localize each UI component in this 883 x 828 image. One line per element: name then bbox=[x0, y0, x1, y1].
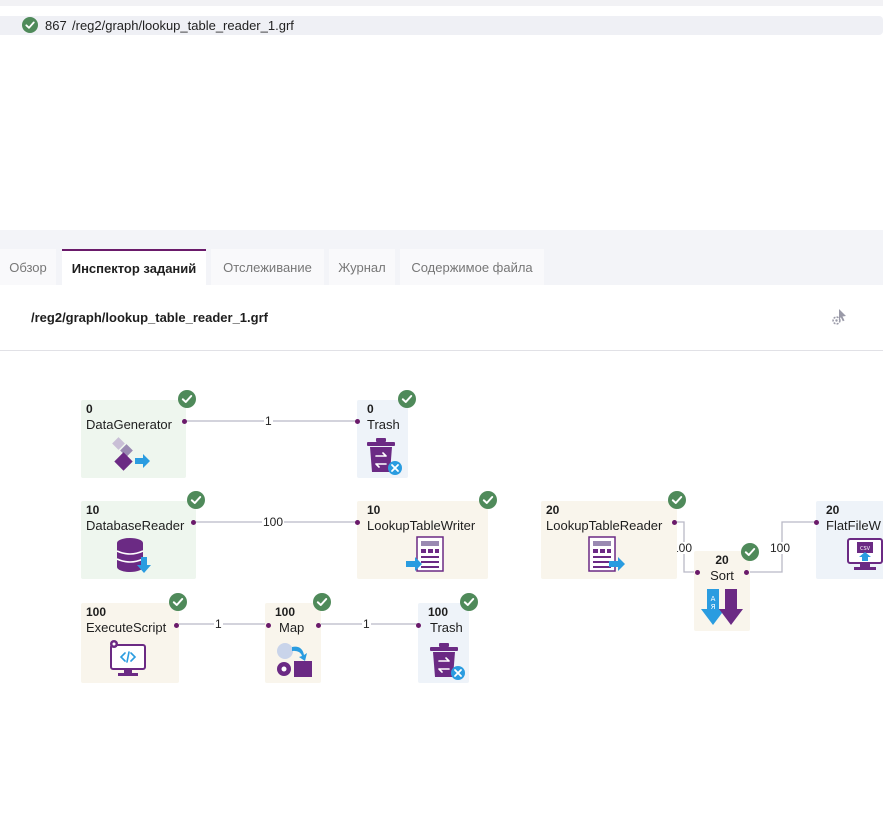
output-port bbox=[191, 520, 196, 525]
node-record-count: 100 bbox=[275, 605, 296, 619]
input-port bbox=[814, 520, 819, 525]
edge-label: 1 bbox=[362, 617, 371, 631]
check-circle-icon bbox=[460, 593, 478, 611]
graph-node-trash[interactable]: 0 Trash bbox=[355, 400, 408, 478]
edge-label: 100 bbox=[262, 515, 285, 529]
output-port bbox=[316, 623, 321, 628]
graph-node-map[interactable]: 100 Map bbox=[265, 603, 321, 683]
execute-script-icon bbox=[107, 639, 149, 681]
check-circle-icon bbox=[398, 390, 416, 408]
header-divider bbox=[0, 350, 883, 351]
node-name: DatabaseReader bbox=[86, 518, 185, 533]
top-bar bbox=[0, 0, 883, 6]
node-name: Trash bbox=[430, 620, 463, 635]
data-generator-icon bbox=[111, 434, 153, 476]
svg-text:Я: Я bbox=[711, 603, 716, 611]
node-name: LookupTableReader bbox=[546, 518, 663, 533]
graph-node-flat-file-writer[interactable]: 20 FlatFileW CSV bbox=[814, 501, 883, 579]
graph-node-database-reader[interactable]: 10 DatabaseReader bbox=[81, 501, 196, 579]
graph-node-lookup-table-reader[interactable]: 20 LookupTableReader bbox=[541, 501, 677, 579]
graph-node-sort[interactable]: 20 Sort A Я bbox=[694, 551, 750, 631]
node-record-count: 10 bbox=[367, 503, 381, 517]
node-name: DataGenerator bbox=[86, 417, 172, 432]
graph-path-title: /reg2/graph/lookup_table_reader_1.grf bbox=[31, 310, 268, 325]
output-port bbox=[744, 570, 749, 575]
graph-node-lookup-table-writer[interactable]: 10 LookupTableWriter bbox=[355, 501, 488, 579]
check-circle-icon bbox=[668, 491, 686, 509]
gear-pointer-icon[interactable] bbox=[830, 307, 850, 327]
sort-icon: A Я bbox=[701, 587, 743, 629]
job-id: 867 bbox=[45, 18, 67, 33]
lookup-table-writer-icon bbox=[405, 535, 447, 577]
output-port bbox=[174, 623, 179, 628]
node-name: FlatFileW bbox=[826, 518, 881, 533]
node-name: ExecuteScript bbox=[86, 620, 167, 635]
edge-label: 1 bbox=[264, 414, 273, 428]
node-record-count: 20 bbox=[546, 503, 560, 517]
tab-job-inspector[interactable]: Инспектор заданий bbox=[62, 249, 206, 285]
flat-file-writer-icon: CSV bbox=[846, 535, 883, 577]
node-record-count: 0 bbox=[86, 402, 93, 416]
node-name: LookupTableWriter bbox=[367, 518, 476, 533]
svg-text:CSV: CSV bbox=[860, 546, 871, 552]
input-port bbox=[266, 623, 271, 628]
tab-tracking[interactable]: Отслеживание bbox=[211, 249, 324, 285]
output-port bbox=[672, 520, 677, 525]
graph-node-execute-script[interactable]: 100 ExecuteScript bbox=[81, 603, 179, 683]
job-row[interactable]: 867 /reg2/graph/lookup_table_reader_1.gr… bbox=[0, 16, 883, 35]
output-port bbox=[182, 419, 187, 424]
edge-label: 1 bbox=[214, 617, 223, 631]
edge-label: 100 bbox=[769, 541, 792, 555]
node-record-count: 20 bbox=[715, 553, 729, 567]
trash-icon bbox=[361, 434, 403, 476]
tab-log[interactable]: Журнал bbox=[329, 249, 395, 285]
check-circle-icon bbox=[479, 491, 497, 509]
node-record-count: 20 bbox=[826, 503, 840, 517]
node-record-count: 10 bbox=[86, 503, 100, 517]
node-record-count: 100 bbox=[428, 605, 449, 619]
check-circle-icon bbox=[169, 593, 187, 611]
graph-node-data-generator[interactable]: 0 DataGenerator bbox=[81, 400, 187, 478]
check-circle-icon bbox=[178, 390, 196, 408]
input-port bbox=[416, 623, 421, 628]
node-name: Sort bbox=[710, 568, 734, 583]
node-name: Trash bbox=[367, 417, 400, 432]
check-circle-icon bbox=[741, 543, 759, 561]
graph-canvas: 1 100 100 100 1 1 0 DataGenerator 0 Tras… bbox=[0, 351, 883, 828]
job-path[interactable]: /reg2/graph/lookup_table_reader_1.grf bbox=[72, 18, 294, 33]
tab-file-content[interactable]: Содержимое файла bbox=[400, 249, 544, 285]
map-icon bbox=[272, 639, 314, 681]
input-port bbox=[355, 520, 360, 525]
tab-overview[interactable]: Обзор bbox=[0, 249, 56, 285]
node-record-count: 100 bbox=[86, 605, 107, 619]
database-reader-icon bbox=[114, 535, 156, 577]
node-name: Map bbox=[279, 620, 305, 635]
svg-text:A: A bbox=[711, 595, 716, 603]
check-circle-icon bbox=[22, 17, 38, 33]
input-port bbox=[355, 419, 360, 424]
graph-node-trash[interactable]: 100 Trash bbox=[416, 603, 469, 683]
check-circle-icon bbox=[313, 593, 331, 611]
check-circle-icon bbox=[187, 491, 205, 509]
input-port bbox=[695, 570, 700, 575]
node-record-count: 0 bbox=[367, 402, 374, 416]
trash-icon bbox=[424, 639, 466, 681]
lookup-table-reader-icon bbox=[585, 535, 627, 577]
